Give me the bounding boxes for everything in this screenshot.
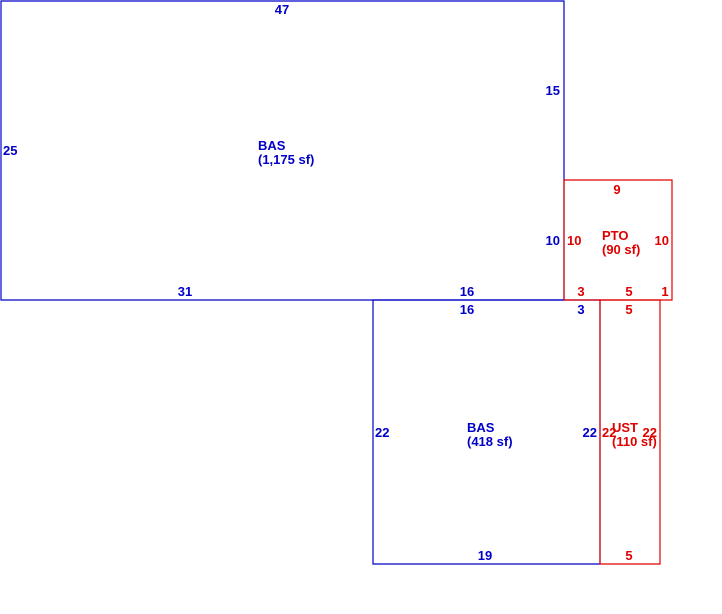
dim-ust-left: 22 (602, 425, 616, 440)
dim-bas-main-bottom-right: 16 (460, 284, 474, 299)
dim-pto-top: 9 (613, 182, 620, 197)
dim-bas-main-left: 25 (3, 143, 17, 158)
bas-lower-name: BAS (467, 420, 495, 435)
dim-ust-bottom: 5 (625, 548, 632, 563)
dim-ust-top: 5 (625, 302, 632, 317)
dim-pto-left: 10 (567, 233, 581, 248)
dim-ust-right: 22 (643, 425, 657, 440)
bas-main-area: (1,175 sf) (258, 152, 314, 167)
ust-outline (599, 299, 661, 565)
dim-bas-lower-right: 22 (583, 425, 597, 440)
dim-pto-right: 10 (655, 233, 669, 248)
ust-area: (110 sf) (612, 434, 657, 449)
dim-bas-lower-bottom: 19 (478, 548, 492, 563)
bas-lower-area: (418 sf) (467, 434, 513, 449)
dim-bas-main-right-upper: 15 (546, 83, 560, 98)
dim-bas-main-right-lower: 10 (546, 233, 560, 248)
pto-area: (90 sf) (602, 242, 640, 257)
dim-bas-main-bottom-left: 31 (178, 284, 192, 299)
pto-outline (563, 179, 673, 301)
dim-bas-main-top: 47 (275, 2, 289, 17)
dim-bas-main-bottom-step: 3 (577, 284, 584, 299)
dim-pto-bottom-mid: 5 (625, 284, 632, 299)
dim-pto-bottom-right: 1 (661, 284, 668, 299)
dim-bas-lower-top: 16 (460, 302, 474, 317)
pto-name: PTO (602, 228, 629, 243)
dim-bas-lower-top-step: 3 (577, 302, 584, 317)
bas-main-name: BAS (258, 138, 286, 153)
dim-bas-lower-left: 22 (375, 425, 389, 440)
ust-name: UST (612, 420, 638, 435)
